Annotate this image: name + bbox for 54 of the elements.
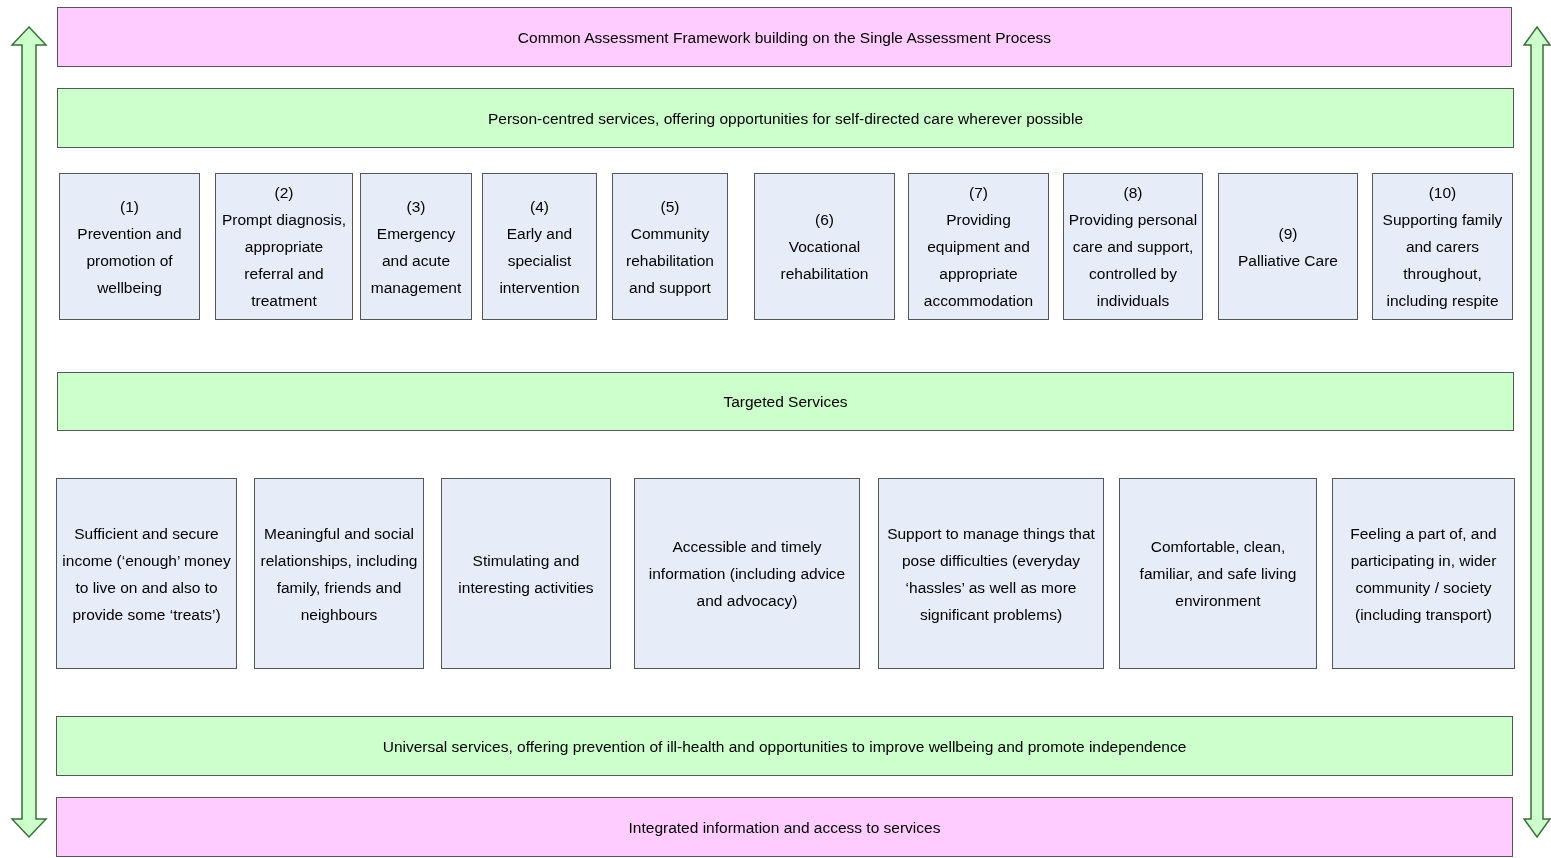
outcome-box: [441, 478, 611, 669]
box-text: Support to manage things that pose difficulties (everyday ‘hassles’ as well as more significant problems): [886, 523, 1096, 625]
box-text: Targeted Services: [723, 392, 848, 412]
service-box: [1218, 173, 1358, 320]
box-text: Supporting family and carers throughout, including respite: [1381, 210, 1504, 311]
item-number: (8): [1123, 183, 1143, 203]
item-number: (3): [406, 196, 426, 217]
item-number: (2): [274, 183, 294, 203]
item-number: (9): [1278, 223, 1298, 244]
box-text: Providing equipment and appropriate accommodation: [922, 210, 1035, 311]
item-number: (4): [530, 196, 549, 217]
box-text: Prevention and promotion of wellbeing: [76, 223, 183, 298]
box-text: Meaningful and social relationships, including family, friends and neighbours: [259, 523, 419, 625]
banner-box: [56, 716, 1513, 776]
outcome-box: [1332, 478, 1515, 669]
outcome-box: [1119, 478, 1317, 669]
box-text: Community rehabilitation and support: [625, 223, 715, 298]
box-text: Comfortable, clean, familiar, and safe living environment: [1138, 537, 1298, 611]
box-text: Stimulating and interesting activities: [457, 550, 595, 598]
item-number: (1): [120, 196, 139, 217]
service-box: [360, 173, 472, 320]
service-box: [612, 173, 728, 320]
box-text: Prompt diagnosis, appropriate referral and treatment: [220, 210, 348, 311]
banner-box: [57, 88, 1514, 148]
box-text: Universal services, offering prevention of ill-health and opportunities to improve wellbeing and promote independence: [382, 736, 1187, 757]
service-box: [1063, 173, 1203, 320]
item-number: (10): [1428, 183, 1457, 203]
item-number: (6): [815, 210, 834, 230]
banner-box: [57, 7, 1512, 67]
box-text: Palliative Care: [1238, 250, 1338, 271]
item-number: (7): [969, 183, 988, 203]
service-box: [59, 173, 200, 320]
box-text: Sufficient and secure income (‘enough’ money to live on and also to provide some ‘treats’): [61, 523, 232, 625]
box-text: Early and specialist intervention: [498, 223, 581, 298]
outcome-box: [56, 478, 237, 669]
box-text: Accessible and timely information (including advice and advocacy): [647, 537, 847, 611]
box-text: Emergency and acute management: [369, 223, 463, 298]
outcome-box: [254, 478, 424, 669]
service-box: [754, 173, 895, 320]
service-box: [1372, 173, 1513, 320]
box-text: Common Assessment Framework building on the Single Assessment Process: [517, 27, 1052, 48]
box-text: Feeling a part of, and participating in, wider community / society (including transport): [1349, 523, 1498, 625]
box-text: Providing personal care and support, controlled by individuals: [1067, 210, 1199, 311]
service-box: [215, 173, 353, 320]
outcome-box: [878, 478, 1104, 669]
banner-box: [57, 372, 1514, 431]
service-box: [908, 173, 1049, 320]
item-number: (5): [660, 196, 680, 217]
service-box: [482, 173, 597, 320]
box-text: Integrated information and access to services: [628, 817, 941, 838]
banner-box: [56, 797, 1513, 857]
box-text: Person-centred services, offering opportunities for self-directed care wherever possible: [487, 108, 1083, 129]
box-text: Vocational rehabilitation: [779, 237, 870, 284]
outcome-box: [634, 478, 860, 669]
